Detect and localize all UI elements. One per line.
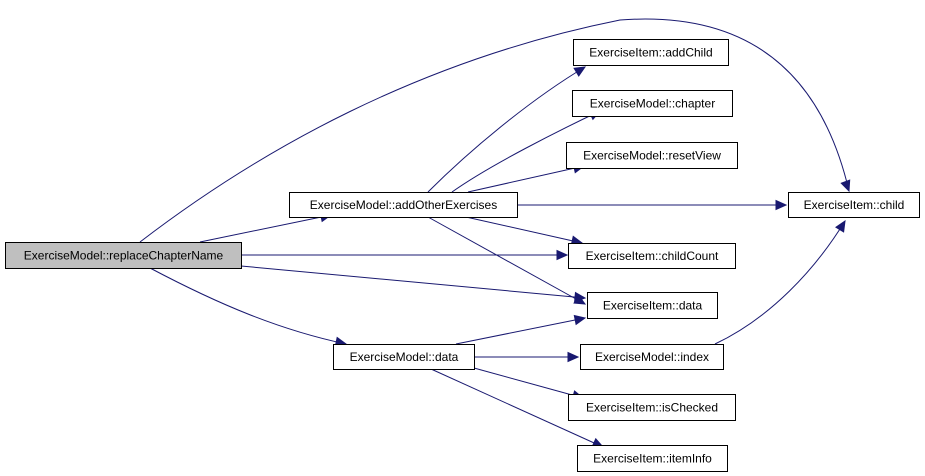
node-label: ExerciseItem::isChecked bbox=[586, 401, 718, 415]
node-child[interactable]: ExerciseItem::child bbox=[788, 192, 920, 218]
node-label: ExerciseModel::addOtherExercises bbox=[310, 198, 497, 212]
node-index[interactable]: ExerciseModel::index bbox=[580, 344, 724, 370]
node-label: ExerciseModel::index bbox=[595, 350, 709, 364]
edge-modelData-to-isChecked bbox=[473, 367, 584, 399]
node-box bbox=[580, 344, 724, 370]
edge-addOtherExercises-to-childCount bbox=[465, 216, 583, 244]
edge-replaceChapterName-to-modelData bbox=[149, 267, 347, 345]
arrowhead-child bbox=[835, 219, 846, 233]
node-box bbox=[577, 445, 728, 472]
node-label: ExerciseItem::itemInfo bbox=[593, 452, 712, 466]
edge-modelData-to-itemInfo bbox=[430, 368, 604, 448]
node-box bbox=[788, 192, 920, 218]
node-itemInfo[interactable]: ExerciseItem::itemInfo bbox=[577, 445, 728, 472]
edge-replaceChapterName-to-addOtherExercises bbox=[199, 214, 332, 243]
edge-addOtherExercises-to-resetView bbox=[467, 165, 585, 193]
node-box bbox=[5, 242, 242, 269]
arrowhead-child bbox=[775, 199, 788, 211]
node-itemData[interactable]: ExerciseItem::data bbox=[587, 292, 718, 319]
node-isChecked[interactable]: ExerciseItem::isChecked bbox=[568, 394, 736, 421]
node-box bbox=[289, 192, 518, 218]
node-label: ExerciseItem::addChild bbox=[589, 46, 712, 60]
node-label: ExerciseItem::data bbox=[603, 299, 703, 313]
edge-index-to-child bbox=[714, 220, 846, 345]
arrowhead-child bbox=[840, 179, 851, 193]
node-label: ExerciseItem::childCount bbox=[586, 249, 719, 263]
edge-modelData-to-itemData bbox=[455, 317, 586, 345]
node-label: ExerciseModel::replaceChapterName bbox=[24, 249, 224, 263]
node-childCount[interactable]: ExerciseItem::childCount bbox=[568, 243, 736, 269]
node-box bbox=[568, 394, 736, 421]
node-modelData[interactable]: ExerciseModel::data bbox=[333, 344, 475, 370]
nodes-layer: ExerciseModel::replaceChapterNameExercis… bbox=[5, 39, 920, 472]
node-chapter[interactable]: ExerciseModel::chapter bbox=[572, 90, 733, 117]
node-label: ExerciseModel::data bbox=[350, 350, 459, 364]
node-replaceChapterName[interactable]: ExerciseModel::replaceChapterName bbox=[5, 242, 242, 269]
node-label: ExerciseModel::resetView bbox=[583, 149, 721, 163]
node-resetView[interactable]: ExerciseModel::resetView bbox=[566, 142, 738, 169]
node-box bbox=[333, 344, 475, 370]
edge-addOtherExercises-to-itemData bbox=[427, 216, 586, 305]
arrowhead-index bbox=[567, 351, 580, 363]
edge-replaceChapterName-to-child bbox=[139, 18, 850, 243]
node-box bbox=[566, 142, 738, 169]
node-box bbox=[572, 90, 733, 117]
node-label: ExerciseItem::child bbox=[804, 198, 905, 212]
node-addOtherExercises[interactable]: ExerciseModel::addOtherExercises bbox=[289, 192, 518, 218]
edge-addOtherExercises-to-addChild bbox=[427, 66, 586, 193]
edge-addOtherExercises-to-chapter bbox=[451, 110, 601, 193]
node-box bbox=[573, 39, 729, 66]
node-label: ExerciseModel::chapter bbox=[590, 97, 715, 111]
edges-layer bbox=[139, 18, 851, 448]
node-box bbox=[587, 292, 718, 319]
edge-replaceChapterName-to-itemData bbox=[240, 265, 586, 299]
arrowhead-itemData bbox=[573, 294, 587, 305]
arrowhead-addChild bbox=[573, 66, 587, 77]
arrowhead-childCount bbox=[556, 249, 569, 261]
node-box bbox=[568, 243, 736, 269]
node-addChild[interactable]: ExerciseItem::addChild bbox=[573, 39, 729, 66]
arrowhead-itemData bbox=[573, 314, 587, 326]
